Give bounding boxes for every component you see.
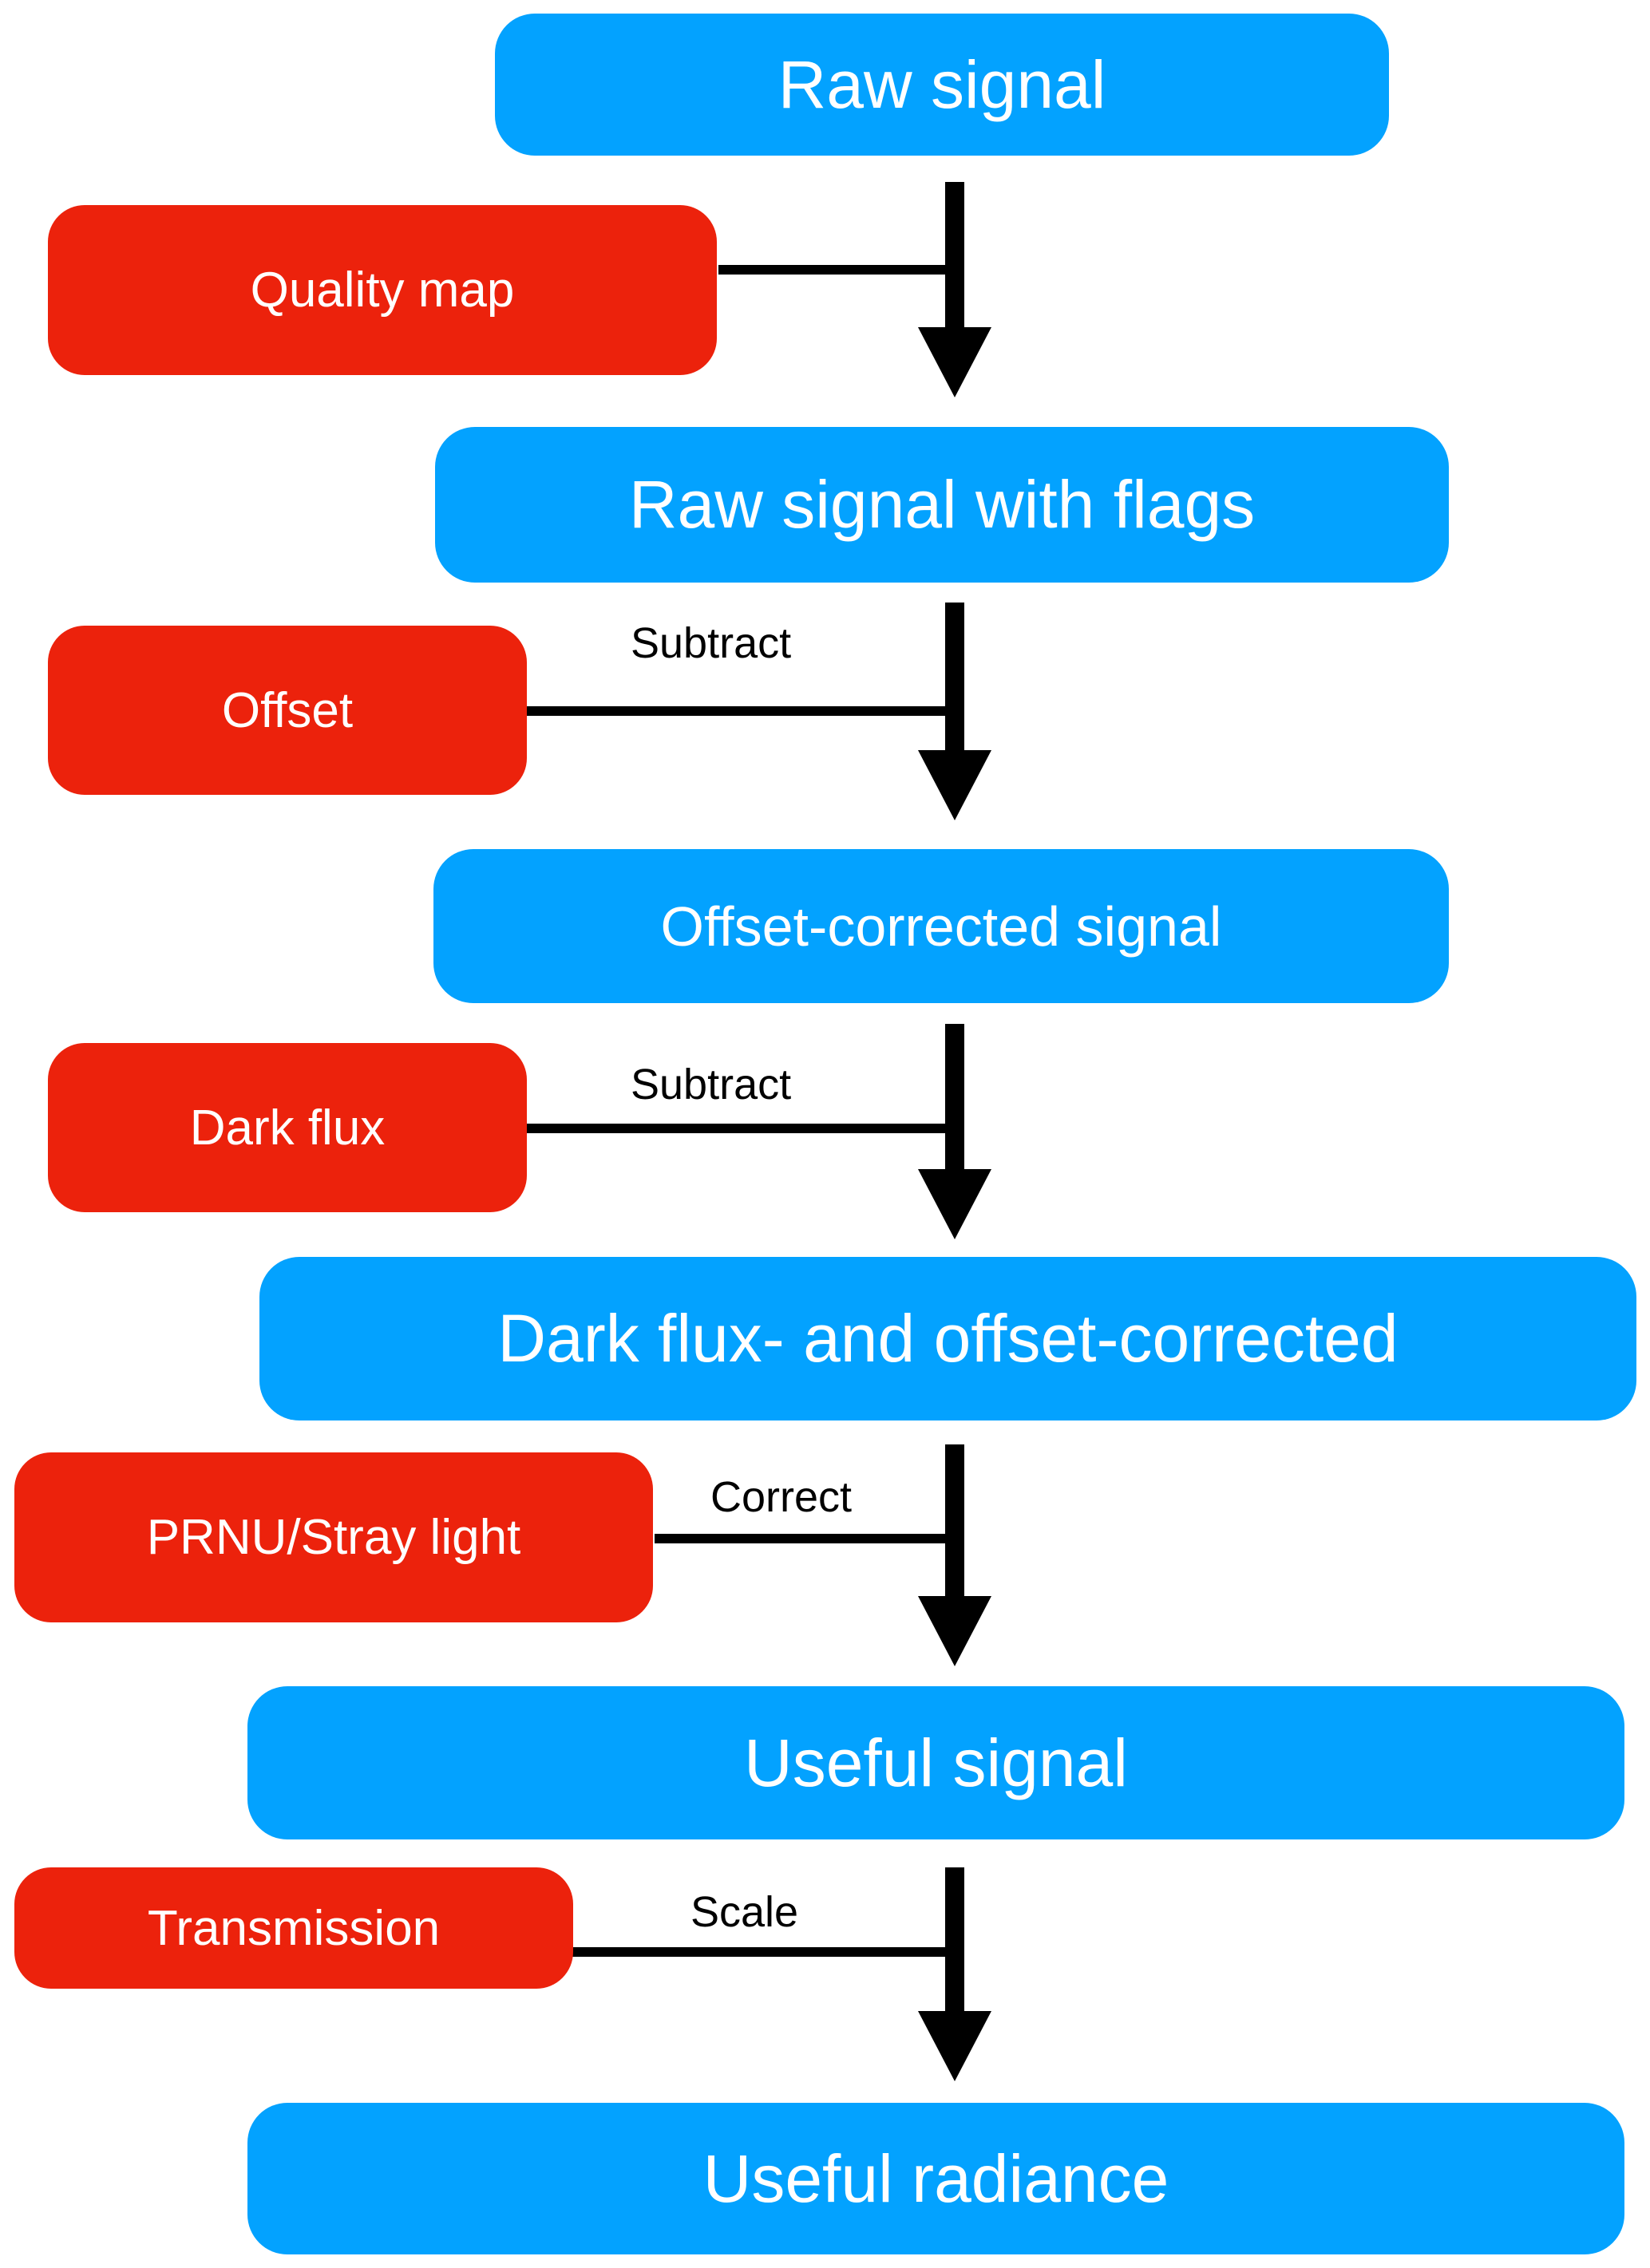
arrowhead-icon <box>918 2011 991 2081</box>
stage-label: Useful radiance <box>702 2140 1169 2216</box>
arrowhead-icon <box>918 1596 991 1666</box>
stage-offset-corrected-signal: Offset-corrected signal <box>433 849 1449 1003</box>
operation-label-scale: Scale <box>690 1888 799 1936</box>
stage-label: Raw signal <box>778 46 1106 122</box>
feeder-line <box>718 265 950 275</box>
stage-useful-radiance: Useful radiance <box>247 2103 1624 2254</box>
stem-line <box>945 603 964 754</box>
operation-label-subtract: Subtract <box>631 619 792 667</box>
input-label: Quality map <box>250 263 515 318</box>
arrowhead-icon <box>918 327 991 397</box>
stem-line <box>945 1024 964 1175</box>
stage-label: Offset-corrected signal <box>660 895 1222 958</box>
stem-line <box>945 1867 964 2019</box>
stage-useful-signal: Useful signal <box>247 1686 1624 1839</box>
stage-dark-flux-and-offset-corrected: Dark flux- and offset-corrected <box>259 1257 1636 1420</box>
input-dark-flux: Dark flux <box>48 1043 527 1212</box>
input-transmission: Transmission <box>14 1867 573 1989</box>
stem-line <box>945 1444 964 1604</box>
stage-raw-signal-with-flags: Raw signal with flags <box>435 427 1449 583</box>
feeder-line <box>527 706 950 716</box>
feeder-line <box>655 1534 950 1543</box>
feeder-line <box>527 1124 950 1133</box>
input-prnu-stray-light: PRNU/Stray light <box>14 1452 653 1622</box>
input-label: PRNU/Stray light <box>146 1510 521 1565</box>
operation-label-subtract: Subtract <box>631 1061 792 1108</box>
stage-label: Dark flux- and offset-corrected <box>497 1301 1399 1376</box>
input-quality-map: Quality map <box>48 205 717 375</box>
stage-label: Raw signal with flags <box>628 467 1256 542</box>
input-label: Transmission <box>147 1900 441 1956</box>
input-offset: Offset <box>48 626 527 795</box>
operation-label-correct: Correct <box>710 1473 853 1521</box>
stage-label: Useful signal <box>744 1725 1128 1800</box>
arrowhead-icon <box>918 750 991 820</box>
input-label: Offset <box>221 682 354 738</box>
input-label: Dark flux <box>189 1100 386 1156</box>
feeder-line <box>571 1947 950 1957</box>
stage-raw-signal: Raw signal <box>495 14 1389 156</box>
arrowhead-icon <box>918 1169 991 1239</box>
